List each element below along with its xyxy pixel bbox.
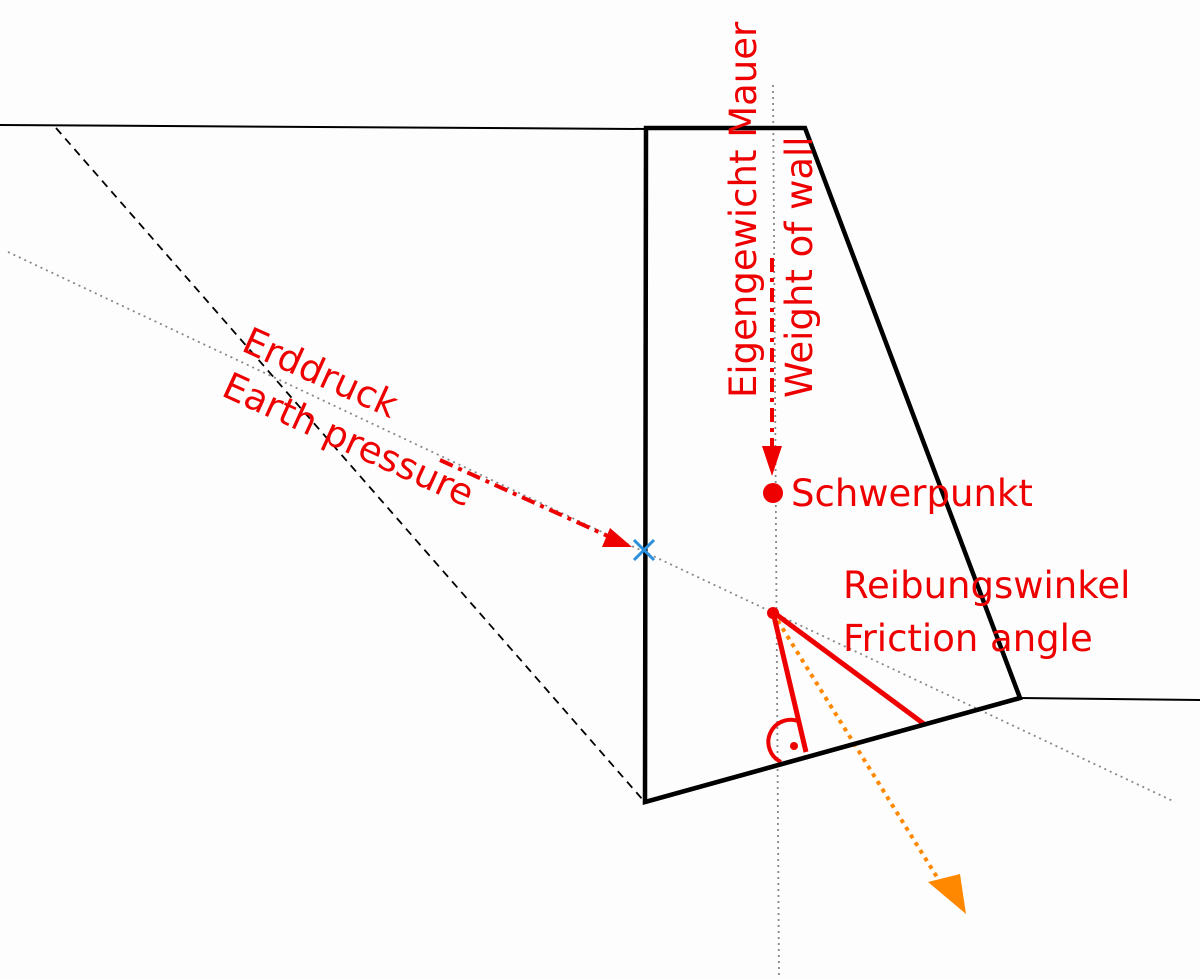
weight-arrow-head xyxy=(762,446,782,476)
label-friction-en: Friction angle xyxy=(843,617,1093,660)
centroid-dot xyxy=(763,483,783,503)
earth-pressure-contact-point xyxy=(632,538,656,562)
label-weight-en: Weight of wall xyxy=(778,136,821,398)
friction-angle-construction xyxy=(770,609,926,753)
centroid-vertical-line xyxy=(772,84,780,979)
label-friction-de: Reibungswinkel xyxy=(843,564,1130,607)
resultant-arrow-head xyxy=(928,874,966,914)
resultant-arrow xyxy=(771,611,942,884)
ground-surface-right xyxy=(1019,697,1200,701)
right-angle-marker xyxy=(766,717,801,764)
slip-plane-line xyxy=(55,127,644,801)
wall-base xyxy=(644,695,1021,805)
ground-surface-left xyxy=(0,124,647,130)
earth-pressure-action-line xyxy=(7,251,1176,803)
right-angle-dot xyxy=(790,742,798,750)
label-weight-de: Eigengewicht Mauer xyxy=(722,21,765,398)
label-centroid: Schwerpunkt xyxy=(791,472,1033,515)
earth-pressure-arrow-head xyxy=(602,528,632,547)
friction-apex-dot xyxy=(767,607,779,619)
retaining-wall-outline xyxy=(642,125,1023,805)
earth-pressure-arrow xyxy=(439,458,613,540)
